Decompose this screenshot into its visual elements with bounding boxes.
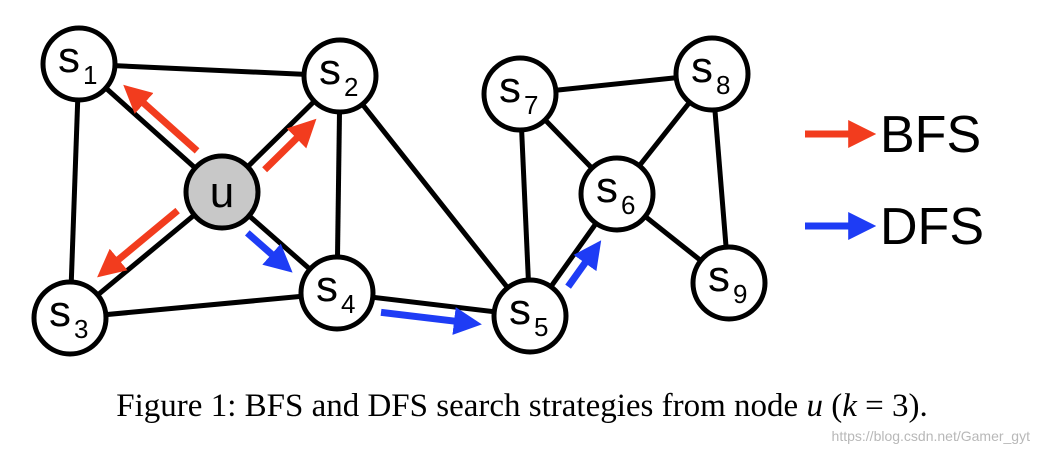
figure-caption: Figure 1: BFS and DFS search strategies …: [0, 388, 1044, 425]
node-subscript-s9: 9: [733, 279, 747, 309]
node-label-s4: s: [316, 262, 338, 311]
node-label-s9: s: [708, 252, 730, 301]
bfs-arrow-u-s2: [262, 118, 317, 173]
node-subscript-s5: 5: [534, 312, 548, 342]
node-label-s5: s: [509, 285, 531, 334]
node-label-s8: s: [691, 43, 713, 92]
node-label-s1: s: [58, 33, 80, 82]
legend-dfs-label: DFS: [880, 198, 984, 256]
node-circle-s2: [301, 37, 379, 115]
caption-prefix: Figure 1: BFS and DFS search strategies …: [116, 388, 799, 424]
bfs-arrow-u-s3: [97, 207, 180, 278]
node-circle-s9: [690, 244, 768, 322]
legend-bfs: BFS: [805, 106, 981, 164]
node-circle-s7: [481, 55, 559, 133]
node-circle-s8: [673, 35, 751, 113]
node-subscript-s4: 4: [341, 289, 355, 319]
node-subscript-s6: 6: [621, 190, 635, 220]
node-circle-s5: [491, 277, 569, 355]
node-circle-s4: [298, 254, 376, 332]
node-u: u: [183, 153, 261, 231]
node-subscript-s2: 2: [344, 72, 358, 102]
dfs-arrow-s5-s6: [565, 240, 602, 289]
edge-s2-s5: [338, 74, 532, 318]
bfs-arrow-u-s1: [123, 84, 200, 154]
legend-dfs: DFS: [805, 198, 984, 256]
node-subscript-s7: 7: [524, 90, 538, 120]
edge-s1-s2: [78, 61, 341, 79]
node-label-u: u: [210, 168, 234, 217]
node-label-s7: s: [499, 63, 521, 112]
dfs-arrow-u-s4: [245, 230, 293, 273]
watermark: https://blog.csdn.net/Gamer_gyt: [831, 428, 1030, 444]
caption-var-u: u: [806, 388, 823, 424]
node-label-s6: s: [596, 163, 618, 212]
legend-bfs-label: BFS: [880, 106, 981, 164]
node-circle-s1: [40, 25, 118, 103]
node-subscript-s3: 3: [74, 314, 88, 344]
node-circle-s6: [578, 155, 656, 233]
node-circle-s3: [31, 279, 109, 357]
caption-paren: (: [831, 388, 843, 424]
node-subscript-s8: 8: [716, 70, 730, 100]
node-subscript-s1: 1: [83, 60, 97, 90]
dfs-arrow-s4-s5: [380, 307, 482, 335]
edge-s3-s4: [69, 290, 338, 321]
arrows-layer: [97, 84, 602, 335]
edge-s1-s3: [67, 63, 82, 319]
caption-var-k: k: [842, 388, 857, 424]
node-circle-u: [183, 153, 261, 231]
node-label-s2: s: [319, 45, 341, 94]
node-label-s3: s: [49, 287, 71, 336]
legend: BFS DFS: [805, 106, 984, 256]
caption-eq: = 3).: [865, 388, 928, 424]
